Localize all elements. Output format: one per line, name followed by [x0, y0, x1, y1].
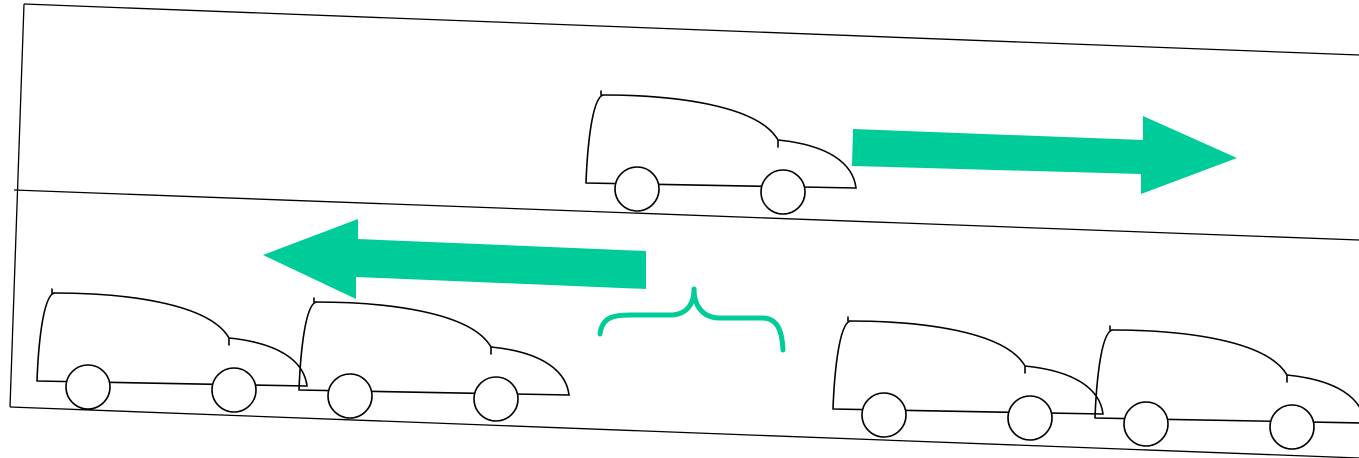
road-left-edge — [9, 3, 25, 408]
car-upper — [585, 90, 857, 215]
lower-lane — [36, 219, 1359, 450]
gap-brace-icon — [597, 286, 786, 353]
road-bottom-edge — [9, 406, 1359, 458]
lane-divider — [13, 189, 1359, 241]
arrow-left-icon — [263, 219, 646, 299]
car-lower-2 — [298, 297, 570, 422]
car-lower-1 — [36, 288, 308, 413]
car-lower-4 — [1094, 325, 1359, 450]
car-lower-3 — [832, 316, 1104, 441]
arrow-right-icon — [852, 116, 1237, 194]
road — [9, 3, 1359, 458]
upper-lane — [585, 90, 1237, 215]
road-top-edge — [23, 3, 1359, 56]
